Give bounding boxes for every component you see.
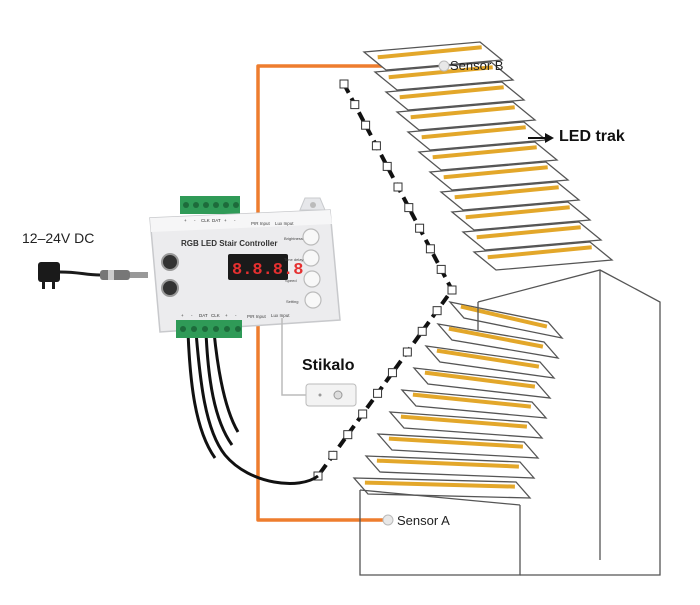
staircase	[352, 41, 614, 499]
svg-text:CLK: CLK	[211, 313, 220, 318]
svg-text:+: +	[224, 218, 227, 223]
cable-connector	[361, 120, 371, 130]
bottom-port-a-label: PIR Input	[247, 314, 267, 319]
cable-connector	[339, 79, 349, 89]
bottom-port-b-label: Lux Input	[271, 313, 290, 318]
cable-connector	[402, 347, 412, 357]
cable-connector	[387, 368, 397, 378]
lower-stair-step	[388, 411, 544, 439]
lower-stair-step	[424, 345, 556, 379]
upper-stair-step	[450, 201, 592, 231]
sensor-b-label: Sensor B	[450, 58, 504, 73]
cable-connector	[373, 388, 383, 398]
svg-text:+: +	[181, 313, 184, 318]
bottom-terminal-labels: + - DAT CLK + -	[181, 313, 237, 318]
upper-stair-step	[417, 141, 559, 171]
cable-connector	[393, 182, 403, 192]
cable-connector	[343, 430, 353, 440]
lower-stair-step	[436, 323, 560, 359]
cable-connector	[417, 326, 427, 336]
switch-device	[305, 383, 357, 407]
controller-display: 8.8.8.8	[232, 261, 303, 280]
svg-text:DAT: DAT	[199, 313, 208, 318]
svg-text:-: -	[194, 218, 196, 223]
cable-connector	[350, 100, 360, 110]
svg-text:-: -	[235, 313, 237, 318]
button-label-3: Setting	[286, 299, 298, 304]
controller-cable	[186, 331, 319, 485]
controller-title: RGB LED Stair Controller	[181, 239, 277, 248]
top-port-b-label: Lux Input	[275, 221, 294, 226]
upper-stair-step	[439, 181, 581, 211]
controller	[149, 196, 341, 338]
cable-connector	[436, 264, 446, 274]
upper-stair-step	[472, 241, 614, 271]
upper-stair-step	[428, 161, 570, 191]
sensor-a	[382, 514, 394, 526]
arrow-right-icon	[528, 133, 554, 143]
top-port-a-label: PIR Input	[251, 221, 271, 226]
lower-stair-step	[400, 389, 548, 419]
upper-stair-step	[373, 61, 515, 91]
lower-stair-step	[412, 367, 552, 399]
svg-text:DAT: DAT	[212, 218, 221, 223]
svg-text:+: +	[225, 313, 228, 318]
button-label-2: Speed	[285, 278, 297, 283]
cable-connector	[432, 306, 442, 316]
cable-connector	[425, 244, 435, 254]
switch-wire	[281, 318, 308, 396]
lower-stair-step	[376, 433, 540, 459]
cable-connector	[447, 285, 457, 295]
led-strip-label: LED trak	[559, 128, 625, 145]
button-label-1: Time delay	[284, 257, 303, 262]
power-adapter-icon	[38, 262, 148, 289]
lower-stair-step	[352, 477, 532, 499]
svg-text:-: -	[234, 218, 236, 223]
power-label: 12–24V DC	[22, 230, 95, 246]
upper-stair-step	[395, 101, 537, 131]
cable-connector	[404, 203, 414, 213]
sensor-a-label: Sensor A	[397, 513, 450, 528]
cable-connector	[328, 450, 338, 460]
upper-stair-step	[362, 41, 504, 71]
switch-label: Stikalo	[302, 357, 355, 374]
cable-connector	[371, 141, 381, 151]
cable-connector	[358, 409, 368, 419]
top-terminal-labels: + - CLK DAT + -	[184, 218, 236, 223]
cable-connector	[382, 161, 392, 171]
upper-stair-step	[384, 81, 526, 111]
svg-text:-: -	[191, 313, 193, 318]
sensor-a-wire	[256, 318, 392, 522]
svg-text:+: +	[184, 218, 187, 223]
lower-stair-step	[364, 455, 536, 479]
upper-stair-step	[461, 221, 603, 251]
cable-connector	[415, 223, 425, 233]
svg-text:CLK: CLK	[201, 218, 210, 223]
sensor-b	[438, 60, 450, 72]
stair-wall	[359, 269, 661, 576]
button-label-0: Brightness	[284, 236, 303, 241]
